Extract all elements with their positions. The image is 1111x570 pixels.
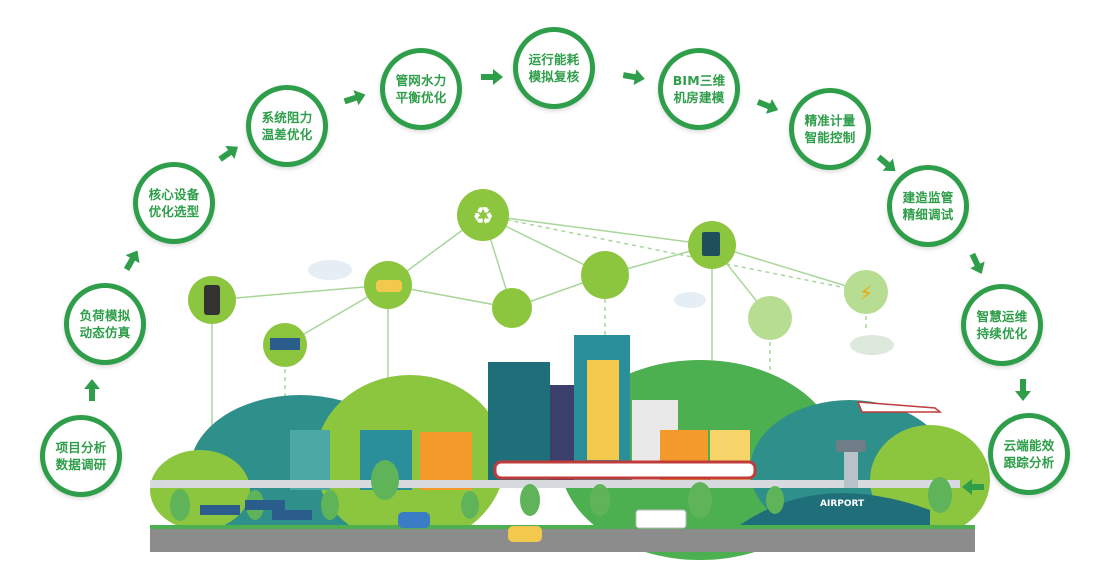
step-title-line1: 系统阻力	[261, 110, 313, 125]
arrow-icon	[1014, 379, 1032, 401]
cars	[398, 509, 687, 542]
arrow-icon	[215, 139, 243, 166]
step-title-line2: 温差优化	[261, 127, 313, 142]
airport-terminal	[740, 440, 930, 525]
arrow-icon	[481, 68, 503, 86]
road	[150, 527, 975, 552]
step-title-line1: BIM三维	[672, 73, 726, 88]
arrow-icon	[622, 66, 647, 88]
step-title-line2: 数据调研	[55, 457, 107, 472]
step-title-line1: 管网水力	[395, 73, 447, 88]
arrow-icon	[873, 150, 901, 178]
step-title-line2: 智能控制	[804, 130, 856, 145]
svg-text:♻: ♻	[472, 202, 494, 230]
step-title-line1: 精准计量	[804, 113, 856, 128]
step-title-line2: 持续优化	[976, 326, 1028, 341]
step-node: BIM三维机房建模	[658, 48, 740, 130]
arrow-icon	[964, 250, 990, 278]
step-node: 项目分析数据调研	[40, 415, 122, 497]
step-node: 系统阻力温差优化	[246, 85, 328, 167]
step-node: 核心设备优化选型	[133, 162, 215, 244]
step-title-line2: 平衡优化	[395, 90, 447, 105]
recycle-icon	[457, 189, 509, 241]
arrow-icon	[342, 86, 368, 110]
wind-turbine-icon	[748, 296, 792, 340]
step-node: 精准计量智能控制	[789, 88, 871, 170]
step-title-line1: 项目分析	[55, 440, 107, 455]
arrow-icon	[962, 478, 984, 496]
step-node: 云端能效跟踪分析	[988, 413, 1070, 495]
arrow-icon	[119, 246, 146, 274]
step-node: 智慧运维持续优化	[961, 284, 1043, 366]
arrow-icon	[754, 94, 781, 119]
step-node: 负荷模拟动态仿真	[64, 283, 146, 365]
arrow-icon	[83, 379, 101, 401]
lightning-icon	[844, 270, 888, 314]
step-title-line1: 智慧运维	[976, 309, 1028, 324]
wifi-icon	[581, 251, 629, 299]
step-node: 运行能耗模拟复核	[513, 27, 595, 109]
step-title-line1: 核心设备	[148, 187, 200, 202]
step-title-line1: 负荷模拟	[79, 308, 131, 323]
svg-text:⚡: ⚡	[859, 281, 873, 305]
solar-arrays	[200, 500, 312, 520]
clouds	[308, 260, 894, 355]
trees	[170, 460, 952, 521]
step-title-line2: 跟踪分析	[1003, 455, 1055, 470]
step-title-line2: 动态仿真	[79, 325, 131, 340]
step-title-line1: 云端能效	[1003, 438, 1055, 453]
icon-bubbles: ♻ ⚡	[188, 189, 888, 367]
step-title-line1: 运行能耗	[528, 52, 580, 67]
airport-label: AIRPORT	[820, 499, 865, 509]
leaf-icon	[492, 288, 532, 328]
elevated-train	[150, 460, 960, 488]
step-title-line2: 精细调试	[902, 207, 954, 222]
step-title-line2: 优化选型	[148, 204, 200, 219]
step-title-line2: 模拟复核	[528, 69, 580, 84]
step-node: 管网水力平衡优化	[380, 48, 462, 130]
step-node: 建造监管精细调试	[887, 165, 969, 247]
step-title-line2: 机房建模	[673, 90, 725, 105]
airplane	[856, 401, 943, 413]
step-title-line1: 建造监管	[902, 190, 954, 205]
